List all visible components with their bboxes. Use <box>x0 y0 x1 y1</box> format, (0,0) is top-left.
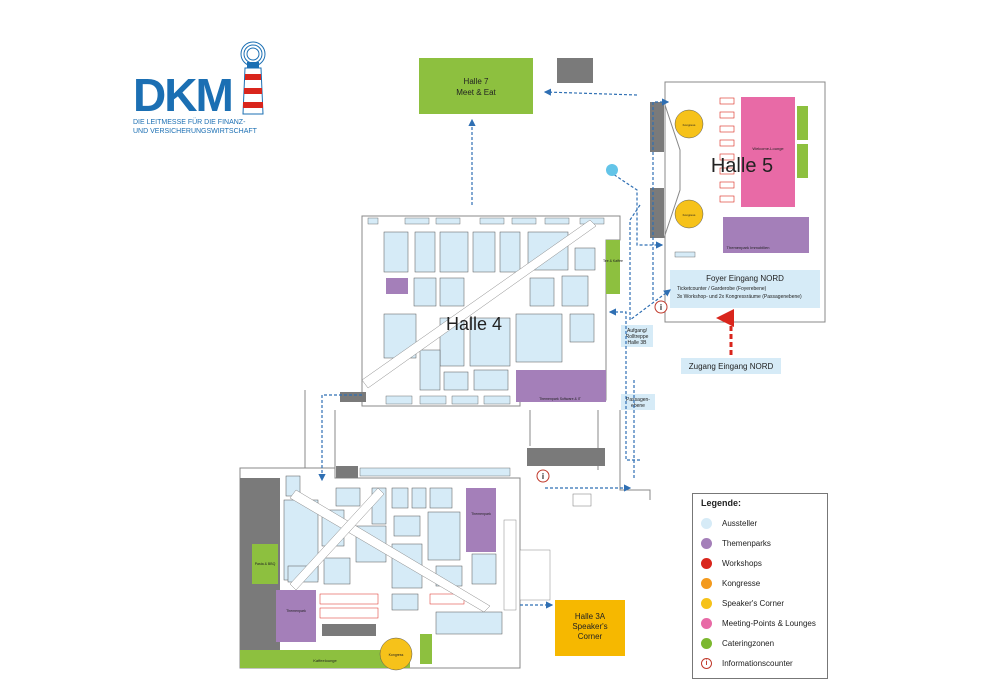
entrance-box <box>681 358 781 374</box>
legend-item-informationscounter: i Informationscounter <box>701 656 793 670</box>
halle5-label: Halle 5 <box>711 155 773 177</box>
svg-text:Halle 3B: Halle 3B <box>628 340 648 346</box>
coffee-lounge <box>240 650 410 668</box>
svg-text:Speaker's: Speaker's <box>572 622 607 631</box>
themenpark-immobilien <box>723 217 809 253</box>
svg-text:Themenpark: Themenpark <box>471 512 491 516</box>
kongress-circle-2 <box>674 199 704 229</box>
svg-text:Passagen-: Passagen- <box>626 397 650 403</box>
halle3a-box <box>555 600 625 656</box>
catering-dot <box>701 637 712 649</box>
svg-text:i: i <box>660 303 662 312</box>
themenpark-h3-top <box>466 488 496 552</box>
legend-item-speakers-corner: Speaker's Corner <box>701 596 784 610</box>
speaker-dot <box>701 597 712 609</box>
legend-item-cateringzonen: Cateringzonen <box>701 636 774 650</box>
logo-brand: DKM <box>133 69 234 121</box>
halle7-sublabel: Meet & Eat <box>456 88 496 97</box>
foyer-bullet2: 3x Workshop- und 2x Kongressräume (Passa… <box>677 294 802 300</box>
svg-text:Kongress: Kongress <box>683 123 696 127</box>
svg-text:Kongress: Kongress <box>683 213 696 217</box>
legend: Legende: Aussteller Themenparks Workshop… <box>692 493 828 679</box>
foyer-title: Foyer Eingang NORD <box>706 274 784 283</box>
kongress-circle-3 <box>379 637 413 671</box>
lounge-dot <box>701 617 712 629</box>
info-icon-h3 <box>536 469 550 483</box>
svg-text:Corner: Corner <box>578 632 603 641</box>
svg-text:i: i <box>542 472 544 481</box>
themenpark-h3-left <box>276 590 316 642</box>
legend-item-aussteller: Aussteller <box>701 516 757 530</box>
halle7-block <box>419 58 533 114</box>
halle7-label: Halle 7 <box>464 77 489 86</box>
themenpark-dot <box>701 537 712 549</box>
svg-text:Welcome-Lounge: Welcome-Lounge <box>752 146 784 151</box>
svg-text:Themenpark: Themenpark <box>286 609 306 613</box>
legend-title: Legende: <box>701 498 742 508</box>
halle4-label: Halle 4 <box>446 314 502 334</box>
dkm-logo: DKM DIE LEITMESSE FÜR DIE FINANZ- UND VE… <box>133 40 273 140</box>
kongress-circle-1 <box>674 109 704 139</box>
kongress-dot <box>701 577 712 589</box>
aussteller-dot <box>701 517 712 529</box>
passage-marker <box>606 164 618 176</box>
halle3a-label: Halle 3A <box>575 612 606 621</box>
legend-item-kongresse: Kongresse <box>701 576 760 590</box>
svg-text:Kongress: Kongress <box>389 653 404 657</box>
svg-text:Kaffeelounge: Kaffeelounge <box>313 658 337 663</box>
lighthouse-icon <box>240 41 266 115</box>
entrance-label: Zugang Eingang NORD <box>689 362 774 371</box>
themenpark-h4-small <box>386 278 408 294</box>
foyer-bullet1: Ticketcounter / Garderobe (Foyerebene) <box>677 286 767 292</box>
welcome-lounge <box>741 97 795 207</box>
catering-h3-left <box>252 544 278 584</box>
svg-text:Pasta & BBQ: Pasta & BBQ <box>255 562 276 566</box>
svg-text:Themenpark Software & IT: Themenpark Software & IT <box>539 397 582 401</box>
svg-text:Tee & Kaffee: Tee & Kaffee <box>603 259 623 263</box>
workshop-dot <box>701 557 712 569</box>
catering-h4 <box>606 240 620 294</box>
svg-text:Rolltreppe: Rolltreppe <box>626 334 649 340</box>
logo-tagline: DIE LEITMESSE FÜR DIE FINANZ- UND VERSIC… <box>133 119 257 135</box>
legend-item-workshops: Workshops <box>701 556 762 570</box>
themenpark-software <box>516 370 606 402</box>
legend-item-meeting-points: Meeting-Points & Lounges <box>701 616 816 630</box>
svg-text:ebene: ebene <box>631 403 645 409</box>
info-icon-foyer <box>654 300 668 314</box>
legend-item-themenparks: Themenparks <box>701 536 771 550</box>
gray-block <box>557 58 593 83</box>
foyer-box <box>670 270 820 308</box>
svg-text:Aufgang/: Aufgang/ <box>627 328 648 334</box>
info-icon: i <box>701 657 712 669</box>
svg-text:Themenpark Immobilien: Themenpark Immobilien <box>727 245 770 250</box>
